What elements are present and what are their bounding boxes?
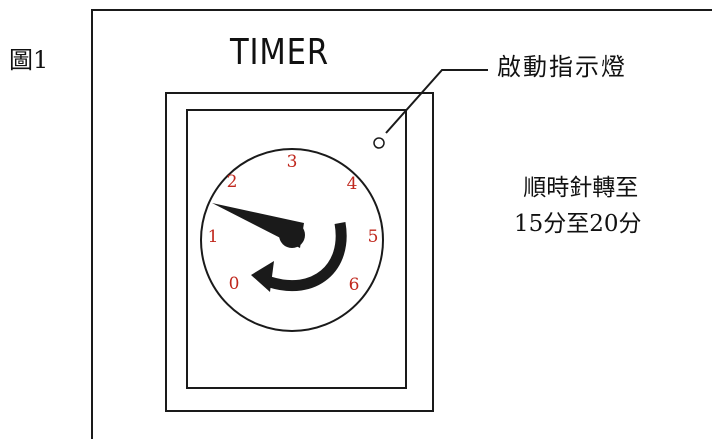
indicator-leader-line	[385, 69, 488, 134]
dial-pointer-icon	[212, 203, 305, 248]
dial-circle	[200, 148, 384, 332]
dial-number-3: 3	[287, 152, 298, 172]
indicator-label: 啟動指示燈	[497, 53, 627, 81]
dial-number-2: 2	[227, 172, 238, 192]
instruction-line-1: 順時針轉至	[523, 175, 639, 201]
instruction-note: 順時針轉至 15分至20分	[514, 170, 642, 242]
timer-title: TIMER	[230, 32, 329, 73]
dial-number-6: 6	[349, 275, 360, 295]
instruction-line-2: 15分至20分	[514, 211, 642, 237]
clockwise-arrow-icon	[251, 222, 347, 292]
dial-number-1: 1	[208, 227, 219, 247]
dial-number-4: 4	[347, 174, 358, 194]
timer-inner-box	[186, 109, 407, 389]
indicator-lamp-icon	[373, 137, 385, 149]
figure-label: 圖1	[9, 46, 49, 74]
dial-number-5: 5	[368, 227, 379, 247]
timer-outer-box	[165, 92, 434, 412]
dial-number-0: 0	[229, 274, 240, 294]
dial-numbers: 0 1 2 3 4 5 6	[208, 152, 379, 295]
panel-frame	[91, 9, 712, 439]
